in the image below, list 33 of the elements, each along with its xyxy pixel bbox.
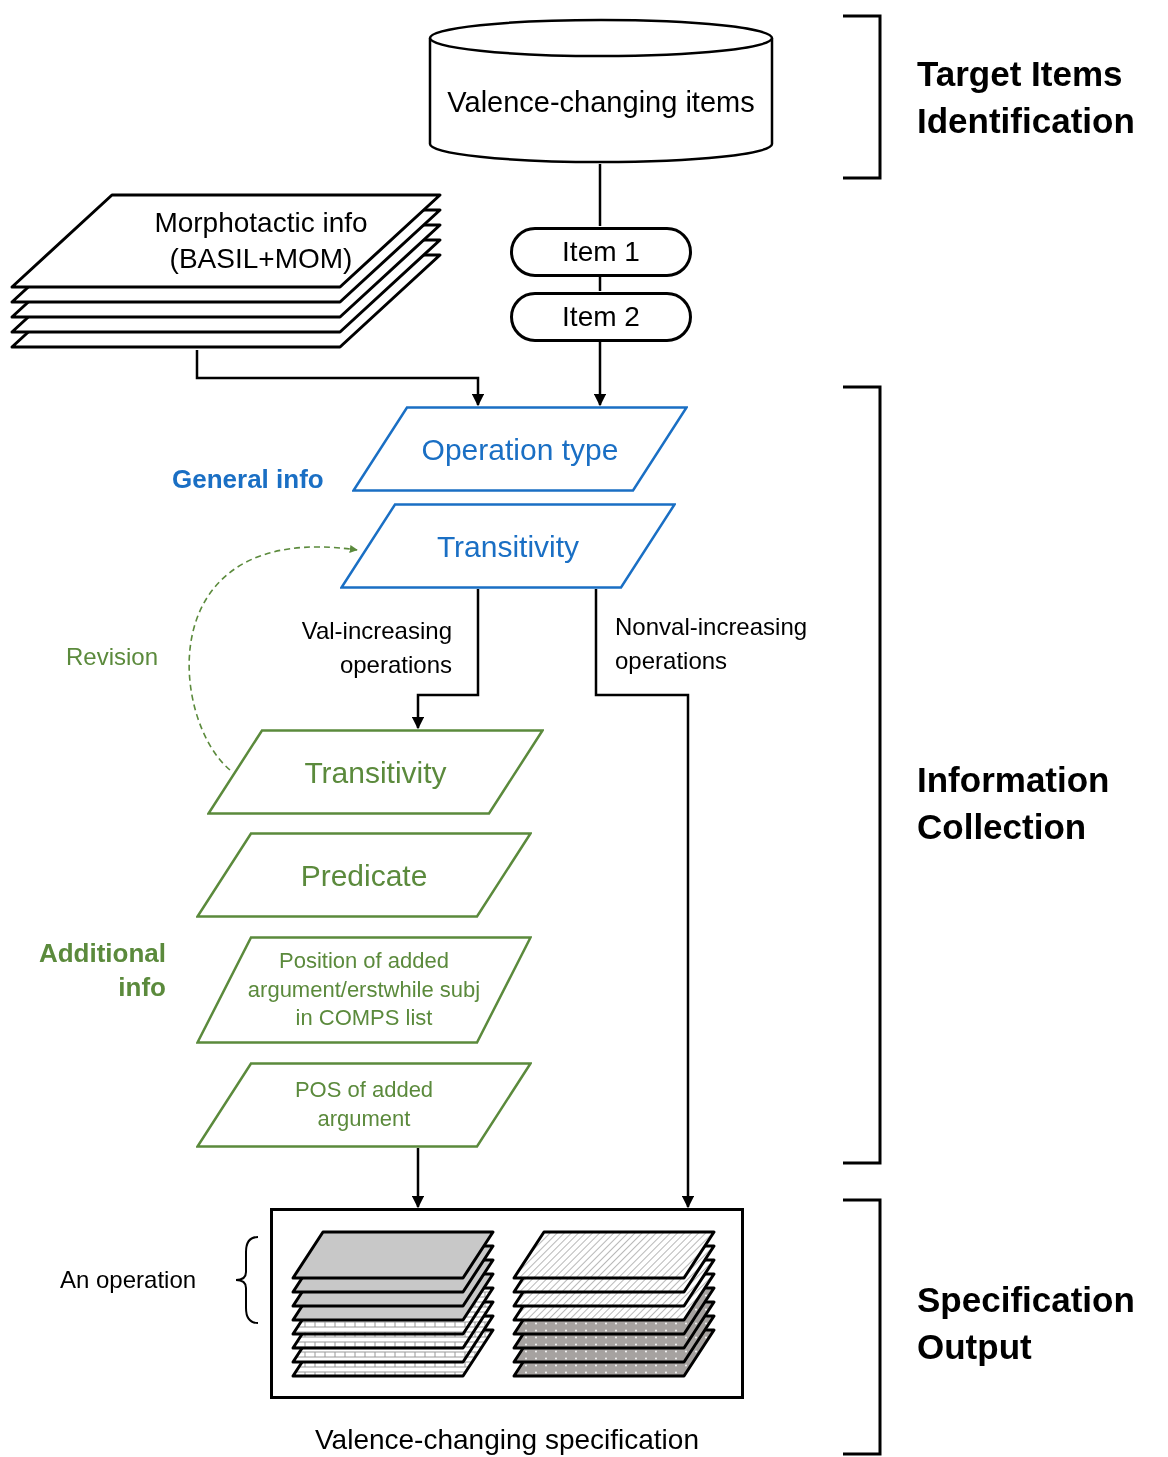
- section-label: Additional info: [37, 937, 166, 1004]
- node-label: Valence-changing specification: [314, 1423, 700, 1457]
- data-parallelogram: [340, 503, 676, 589]
- section-label: General info: [172, 463, 325, 496]
- node-label: Transitivity: [436, 528, 580, 565]
- node-label: Valence-changing items: [447, 85, 755, 121]
- item-pill: [510, 227, 692, 277]
- node-label: Operation type: [421, 431, 619, 468]
- data-parallelogram: [196, 832, 532, 918]
- database-cylinder: [428, 18, 774, 164]
- section-label: An operation: [60, 1265, 198, 1295]
- node-label: Transitivity: [304, 754, 447, 791]
- item-pill: [510, 292, 692, 342]
- connector-arrow: [593, 342, 607, 407]
- connector-arrow: [188, 545, 358, 771]
- section-label: Specification Output: [917, 1279, 1136, 1369]
- connector-arrow: [594, 589, 695, 1209]
- node-label: Predicate: [300, 857, 428, 894]
- section-label: Target Items Identification: [917, 53, 1136, 143]
- connector-arrow: [195, 350, 485, 407]
- node-label: POS of added argument: [293, 1076, 435, 1133]
- section-label: Information Collection: [917, 759, 1111, 849]
- data-parallelogram: [207, 729, 544, 815]
- connector-arrow: [411, 1148, 425, 1209]
- node-label: Item 1: [562, 234, 640, 269]
- node-label: Position of added argument/erstwhile subj in COMPS list: [246, 947, 482, 1033]
- data-parallelogram: [352, 406, 688, 492]
- node-label: Item 2: [562, 299, 640, 334]
- node-label: Morphotactic info (BASIL+MOM): [153, 205, 369, 276]
- connector-arrow: [411, 589, 480, 730]
- document-stack: [10, 193, 442, 350]
- data-parallelogram: [196, 1062, 532, 1148]
- data-parallelogram: [196, 936, 532, 1044]
